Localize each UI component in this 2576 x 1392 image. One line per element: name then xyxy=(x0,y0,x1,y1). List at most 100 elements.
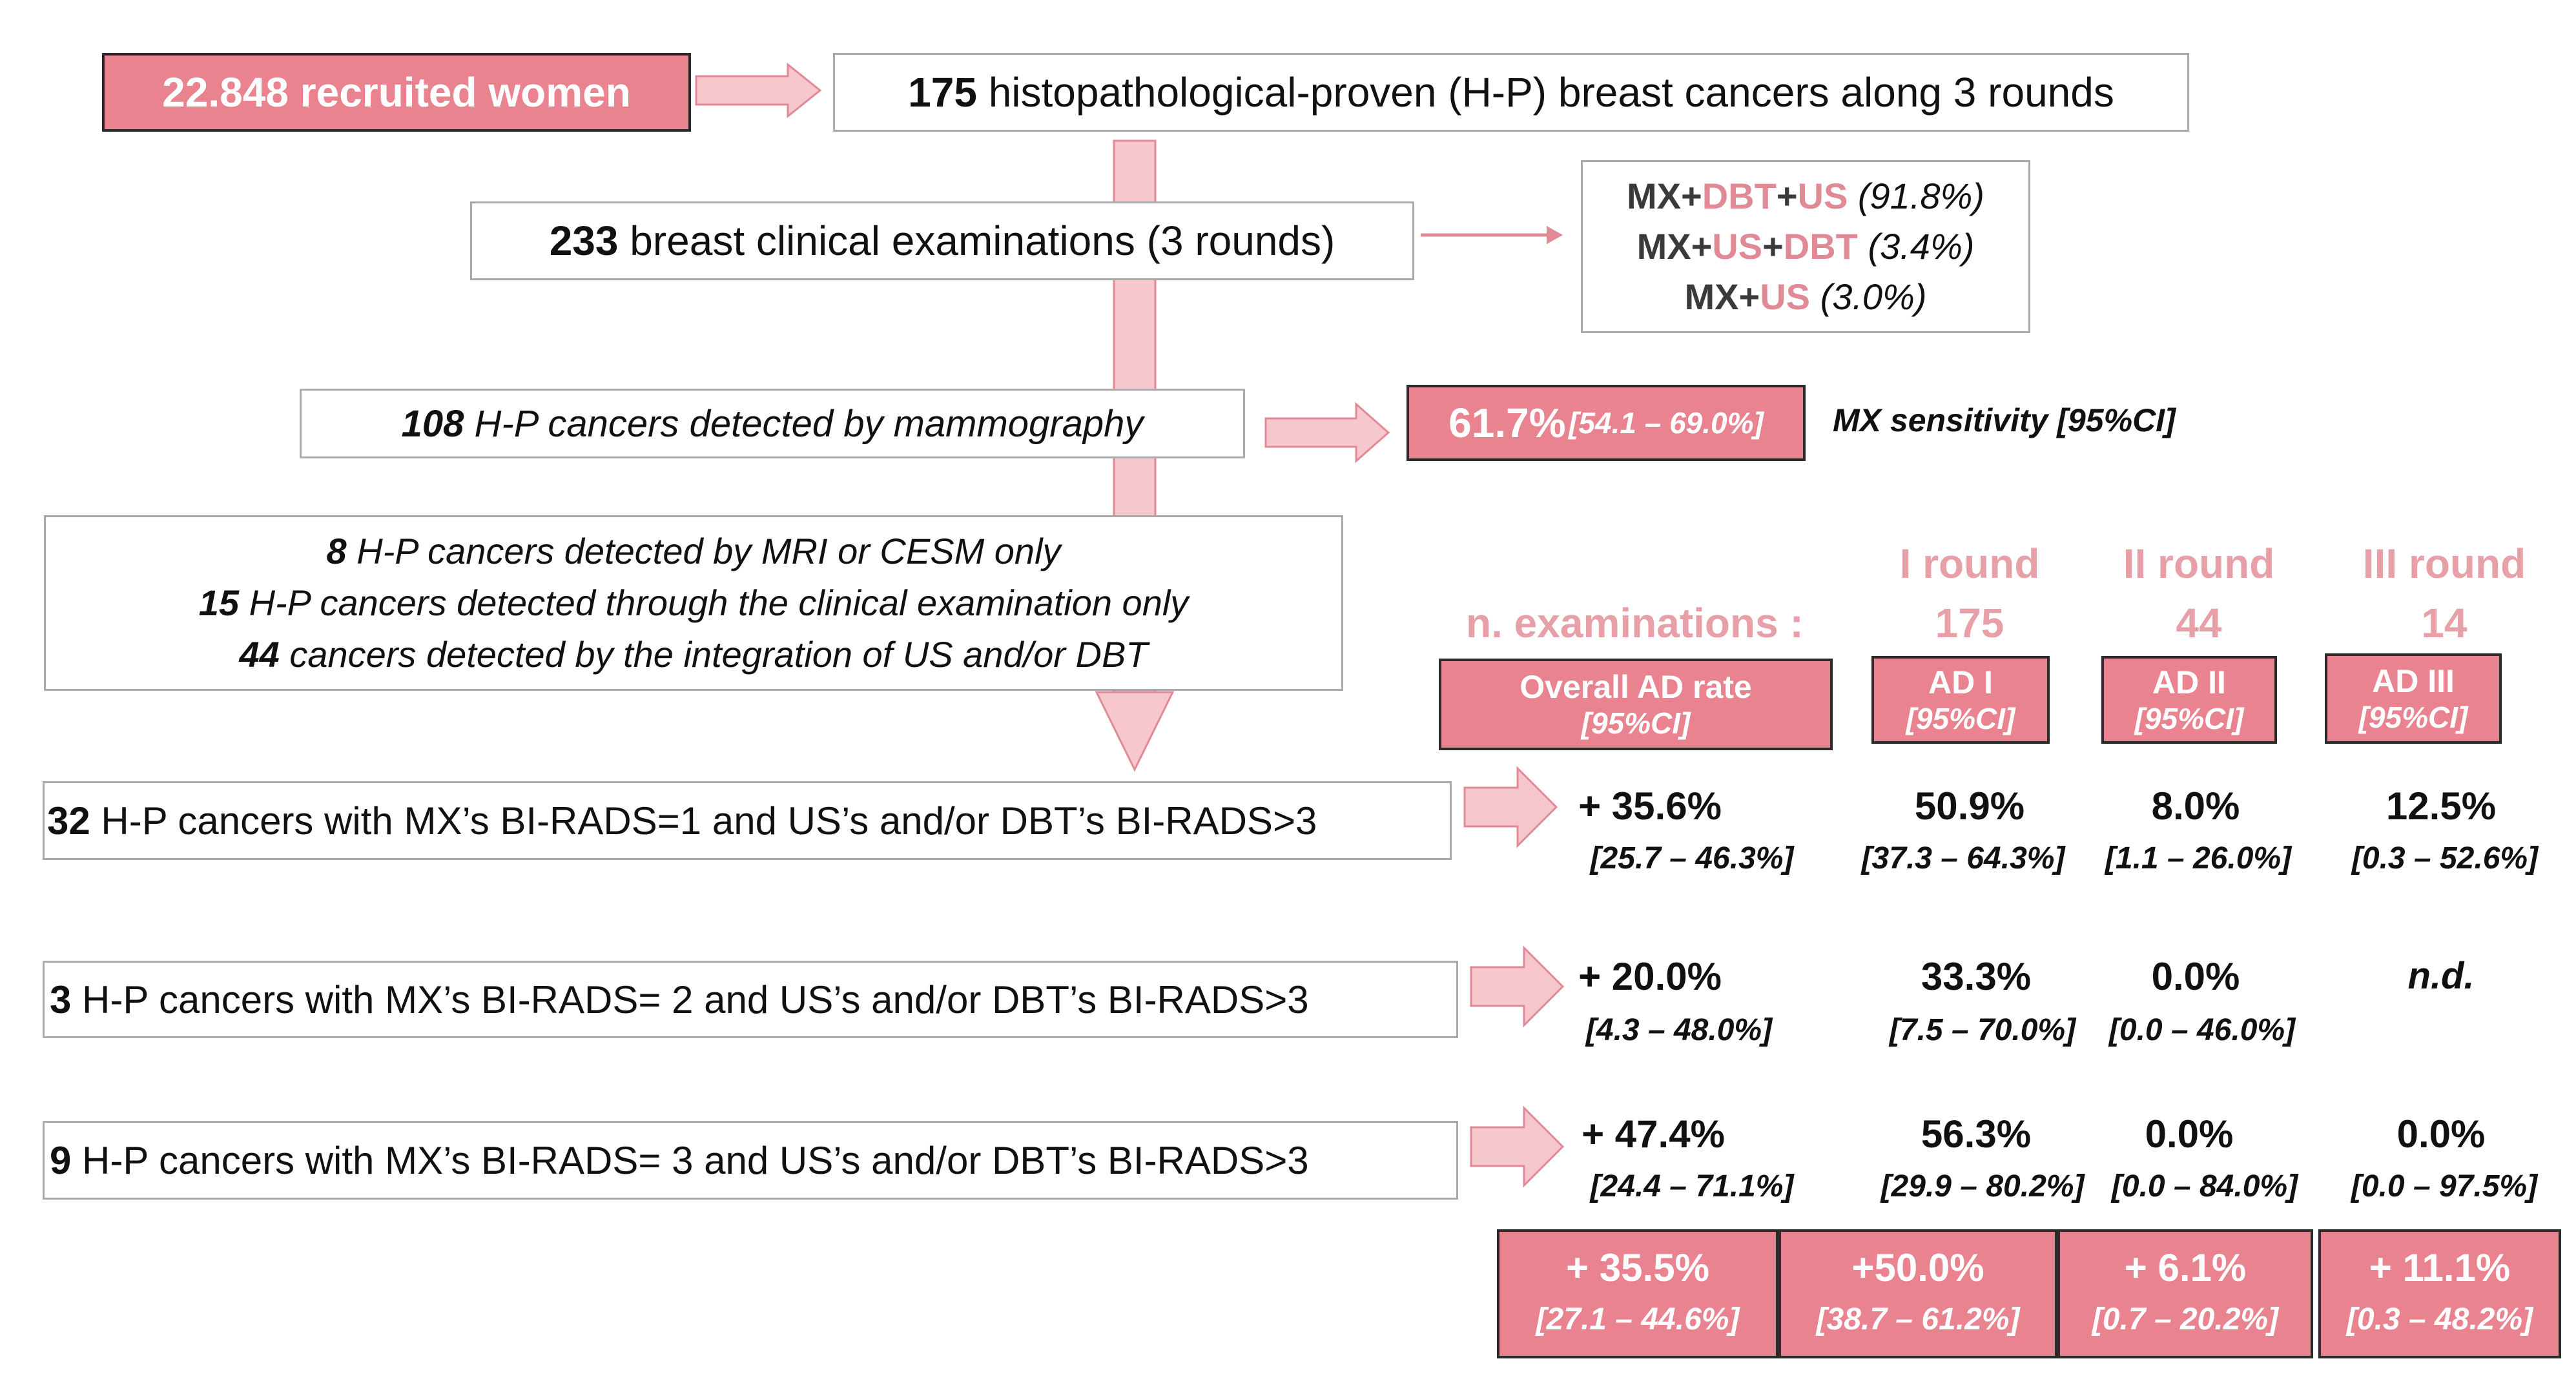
modality-box: MX+DBT+US (91.8%) MX+US+DBT (3.4%) MX+US… xyxy=(1581,160,2030,333)
total-overall-ci: [27.1 – 44.6%] xyxy=(1536,1302,1740,1336)
other-detection-1-count: 8 xyxy=(326,531,347,571)
modality-line-3: MX+US (3.0%) xyxy=(1685,272,1927,322)
total-ad2-ci: [0.7 – 20.2%] xyxy=(2092,1302,2279,1336)
round-2-header: II round xyxy=(2123,540,2275,587)
modality-2-mx: MX+ xyxy=(1636,226,1713,267)
ad-header-overall: Overall AD rate [95%CI] xyxy=(1439,659,1833,750)
row-2-ci-ad1: [7.5 – 70.0%] xyxy=(1889,1013,2076,1047)
row-1-value-overall: + 35.6% xyxy=(1578,784,1722,828)
row-1-value-ad1: 50.9% xyxy=(1914,784,2025,828)
total-ad3-ci: [0.3 – 48.2%] xyxy=(2346,1302,2533,1336)
row-3-value-ad2: 0.0% xyxy=(2145,1112,2234,1156)
modality-line-2: MX+US+DBT (3.4%) xyxy=(1637,221,1975,272)
other-detection-2-text: H-P cancers detected through the clinica… xyxy=(249,582,1189,623)
row-2-value-ad3: n.d. xyxy=(2407,955,2475,997)
row-3-value-ad3: 0.0% xyxy=(2396,1112,2486,1156)
row-2-box: 3 H-P cancers with MX’s BI-RADS= 2 and U… xyxy=(43,961,1458,1038)
clinical-exams-text: breast clinical examinations (3 rounds) xyxy=(630,218,1335,264)
ad-header-2-title: AD II xyxy=(2152,664,2226,701)
row-2-ci-ad2: [0.0 – 46.0%] xyxy=(2108,1013,2296,1047)
other-detection-1-text: H-P cancers detected by MRI or CESM only xyxy=(356,531,1061,571)
total-ad3-box: + 11.1% [0.3 – 48.2%] xyxy=(2318,1229,2561,1358)
row-2-ci-overall: [4.3 – 48.0%] xyxy=(1585,1013,1773,1047)
modality-3-pct: (3.0%) xyxy=(1820,276,1927,317)
row-3-value-overall: + 47.4% xyxy=(1582,1112,1725,1156)
modality-3-mx: MX+ xyxy=(1684,276,1760,317)
row-1-ci-ad3: [0.3 – 52.6%] xyxy=(2351,841,2539,875)
round-1-count: 175 xyxy=(1935,600,2004,646)
round-3-count: 14 xyxy=(2421,600,2468,646)
arrow-clinical-to-modality-head xyxy=(1547,226,1563,244)
ad-header-1-sub: [95%CI] xyxy=(1906,702,2015,735)
row-1-ci-ad1: [37.3 – 64.3%] xyxy=(1861,841,2065,875)
row-2-count: 3 xyxy=(50,977,72,1021)
other-detections-box: 8 H-P cancers detected by MRI or CESM on… xyxy=(44,515,1343,691)
ad-header-2: AD II [95%CI] xyxy=(2101,656,2277,744)
row-2-value-ad2: 0.0% xyxy=(2151,955,2240,998)
ad-header-3-sub: [95%CI] xyxy=(2358,701,2468,734)
total-ad1-box: +50.0% [38.7 – 61.2%] xyxy=(1778,1229,2057,1358)
ad-header-1-title: AD I xyxy=(1928,664,1993,701)
modality-3-us: US xyxy=(1760,276,1810,317)
total-ad1-ci: [38.7 – 61.2%] xyxy=(1816,1302,2020,1336)
row-3-ci-overall: [24.4 – 71.1%] xyxy=(1590,1169,1794,1203)
cancers-total-box: 175 histopathological-proven (H-P) breas… xyxy=(833,53,2189,132)
total-ad3-value: + 11.1% xyxy=(2369,1246,2511,1289)
modality-2-us: US xyxy=(1712,226,1763,267)
modality-1-pct: (91.8%) xyxy=(1857,176,1984,216)
sensitivity-ci: [54.1 – 69.0%] xyxy=(1569,406,1764,440)
total-ad2-box: + 6.1% [0.7 – 20.2%] xyxy=(2057,1229,2313,1358)
round-2-count: 44 xyxy=(2176,600,2222,646)
other-detection-3-text: cancers detected by the integration of U… xyxy=(289,634,1148,675)
modality-1-us: US xyxy=(1797,176,1848,216)
other-detection-2: 15 H-P cancers detected through the clin… xyxy=(199,577,1189,629)
round-3-header: III round xyxy=(2362,540,2526,587)
row-1-count: 32 xyxy=(47,799,90,843)
down-arrow xyxy=(1095,691,1175,772)
total-ad1-value: +50.0% xyxy=(1851,1246,1984,1289)
mammography-box: 108 H-P cancers detected by mammography xyxy=(300,389,1245,458)
clinical-exams-count: 233 xyxy=(549,218,619,264)
round-1-header: I round xyxy=(1899,540,2040,587)
row-1-text: H-P cancers with MX’s BI-RADS=1 and US’s… xyxy=(101,799,1317,843)
row-3-text: H-P cancers with MX’s BI-RADS= 3 and US’… xyxy=(82,1138,1309,1182)
row-1-value-ad3: 12.5% xyxy=(2385,784,2497,828)
row-3-box: 9 H-P cancers with MX’s BI-RADS= 3 and U… xyxy=(43,1121,1458,1200)
row-3-ci-ad1: [29.9 – 80.2%] xyxy=(1880,1169,2085,1203)
other-detection-2-count: 15 xyxy=(198,582,239,623)
modality-2-dbt: DBT xyxy=(1783,226,1858,267)
ad-header-2-sub: [95%CI] xyxy=(2134,702,2244,735)
row-1-value-ad2: 8.0% xyxy=(2151,784,2240,828)
mammography-text: H-P cancers detected by mammography xyxy=(474,402,1144,445)
sensitivity-label: MX sensitivity [95%CI] xyxy=(1833,402,2176,438)
clinical-exams-box: 233 breast clinical examinations (3 roun… xyxy=(470,201,1414,280)
ad-header-1: AD I [95%CI] xyxy=(1871,656,2050,744)
modality-1-dbt: DBT xyxy=(1702,176,1777,216)
mammography-count: 108 xyxy=(401,402,464,445)
row-1-box: 32 H-P cancers with MX’s BI-RADS=1 and U… xyxy=(43,781,1452,860)
modality-2-plus: + xyxy=(1762,226,1784,267)
total-overall-value: + 35.5% xyxy=(1566,1246,1709,1289)
other-detection-1: 8 H-P cancers detected by MRI or CESM on… xyxy=(326,526,1060,577)
ad-header-3-title: AD III xyxy=(2372,663,2455,699)
modality-line-1: MX+DBT+US (91.8%) xyxy=(1627,171,1984,221)
ad-header-overall-title: Overall AD rate xyxy=(1520,669,1752,705)
sensitivity-box: 61.7% [54.1 – 69.0%] xyxy=(1406,385,1806,461)
row-2-value-ad1: 33.3% xyxy=(1921,955,2032,998)
row-2-value-overall: + 20.0% xyxy=(1578,955,1722,998)
modality-1-mx: MX+ xyxy=(1627,176,1702,216)
ad-header-overall-sub: [95%CI] xyxy=(1581,706,1691,740)
cancers-total-count: 175 xyxy=(908,69,977,116)
n-examinations-label: n. examinations : xyxy=(1466,600,1804,646)
row-2-text: H-P cancers with MX’s BI-RADS= 2 and US’… xyxy=(82,977,1309,1021)
arrow-row-2 xyxy=(1470,945,1565,1028)
row-3-value-ad1: 56.3% xyxy=(1921,1112,2032,1156)
row-3-ci-ad3: [0.0 – 97.5%] xyxy=(2351,1169,2538,1203)
total-overall-box: + 35.5% [27.1 – 44.6%] xyxy=(1497,1229,1778,1358)
cancers-total-text: histopathological-proven (H-P) breast ca… xyxy=(988,69,2114,116)
other-detection-3-count: 44 xyxy=(239,634,280,675)
arrow-mammo-to-sensitivity xyxy=(1264,402,1390,464)
arrow-recruited-to-cancers xyxy=(695,62,822,119)
row-3-count: 9 xyxy=(50,1138,72,1182)
recruited-women-box: 22.848 recruited women xyxy=(102,53,691,132)
